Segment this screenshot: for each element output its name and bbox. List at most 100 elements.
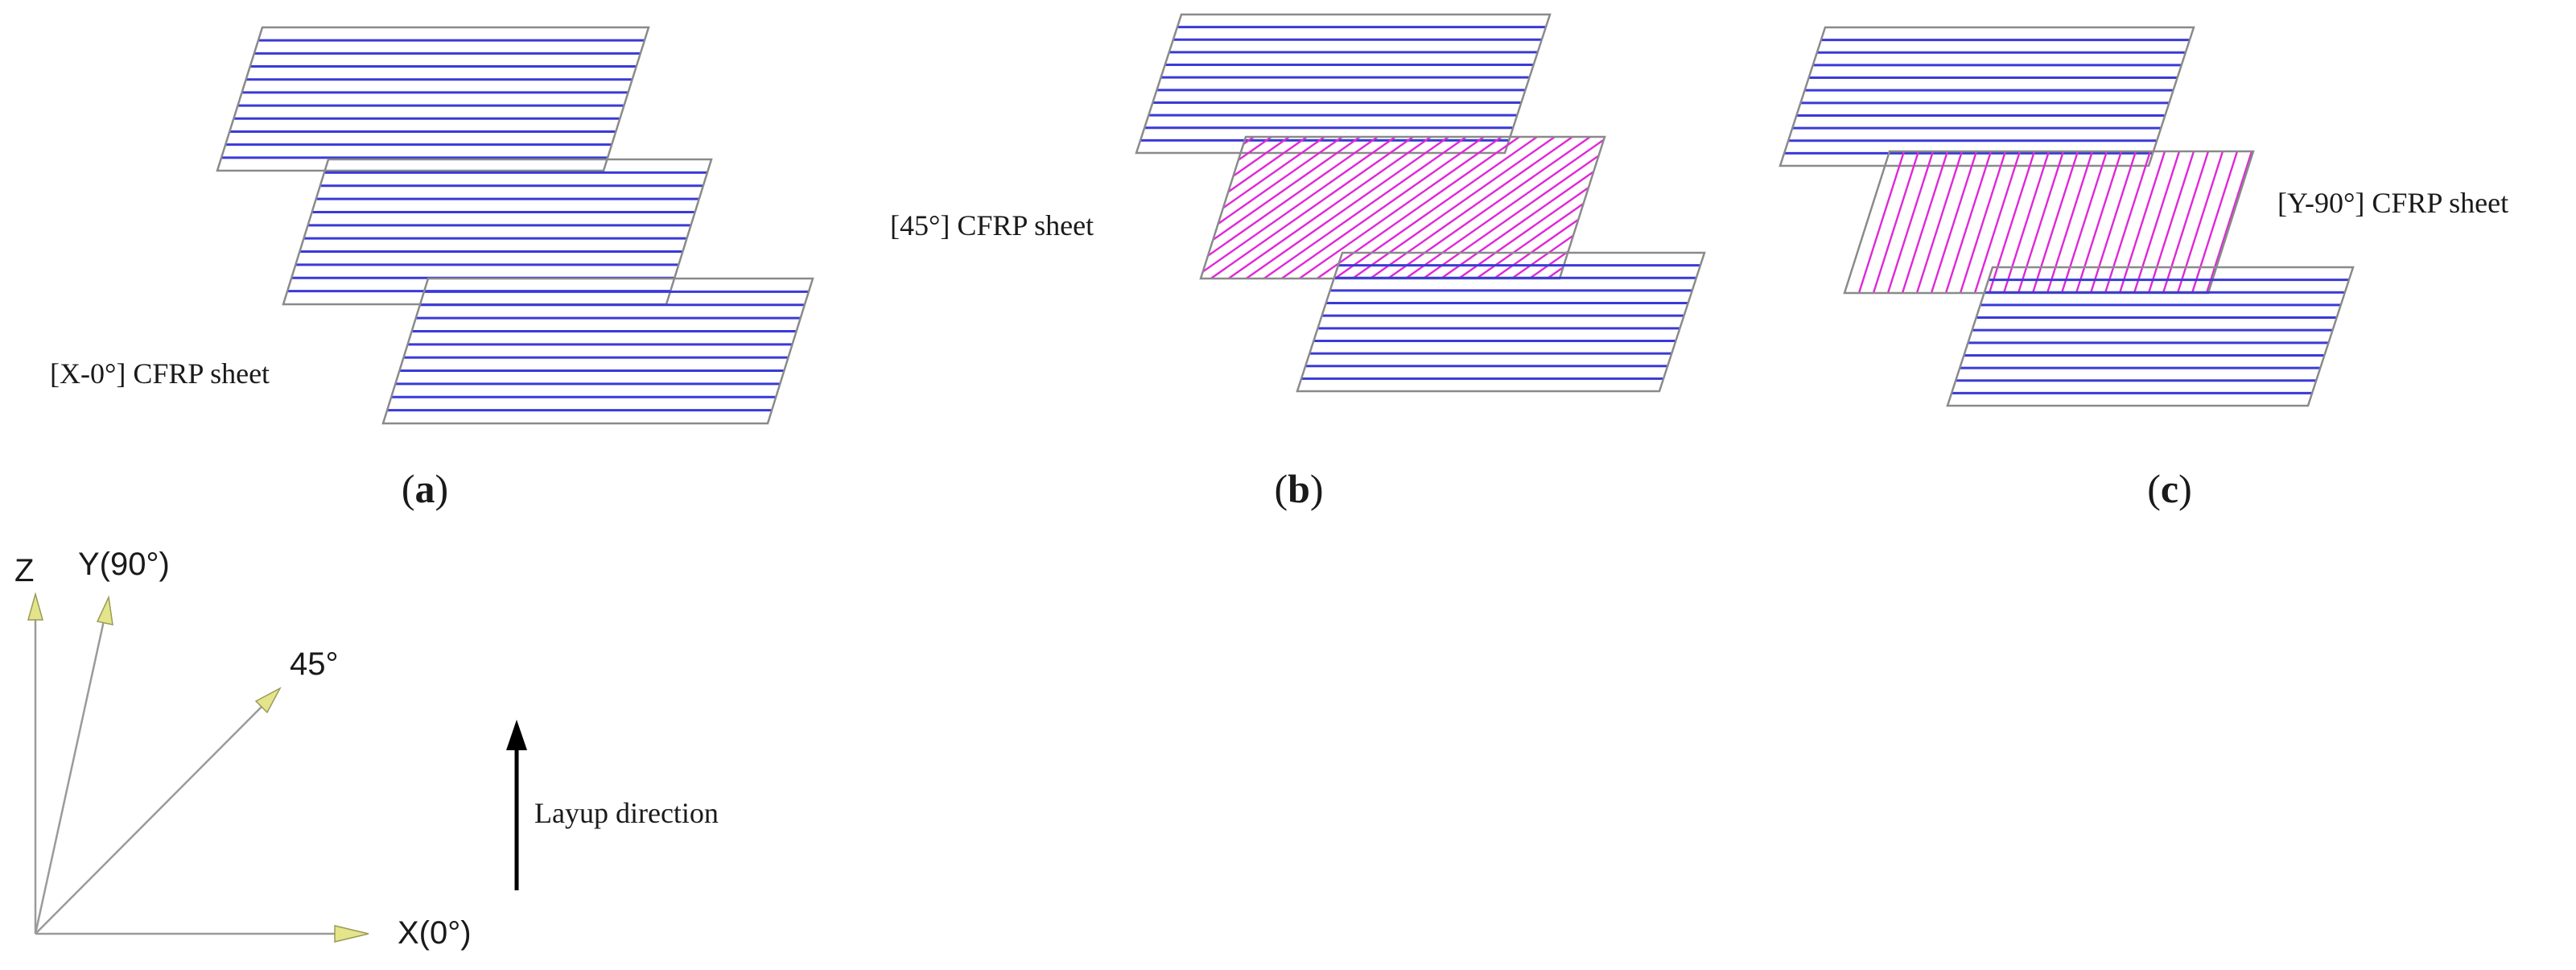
panel-c-sheet-label: [Y-90°] CFRP sheet xyxy=(2277,187,2508,219)
diagonal-45-axis-line xyxy=(35,700,269,935)
panel-a-bottom-sheet xyxy=(381,277,814,425)
ninety-degree-fiber xyxy=(1886,151,1935,293)
panel-c-label: (c) xyxy=(2147,466,2192,511)
fiber-lines xyxy=(221,39,645,159)
panel-b: [45°] CFRP sheet (b) xyxy=(890,13,1706,511)
ninety-degree-fiber xyxy=(1857,151,1906,293)
panel-a-top-sheet xyxy=(216,26,650,172)
layup-direction-label: Layup direction xyxy=(534,797,719,829)
angled-45-fiber xyxy=(1201,137,1343,279)
ninety-degree-fiber xyxy=(1973,151,2022,293)
z-axis-arrowhead xyxy=(27,592,43,621)
angled-45-fiber xyxy=(1201,137,1290,279)
fiber-lines xyxy=(387,290,809,412)
ninety-degree-fiber xyxy=(1915,151,1964,293)
ninety-degree-fiber xyxy=(2162,151,2210,293)
ninety-degree-fiber xyxy=(2089,151,2137,293)
ninety-degree-fiber xyxy=(1930,151,1978,293)
angled-45-fiber xyxy=(1280,137,1485,279)
diagonal-45-axis-arrowhead xyxy=(254,687,282,714)
angled-45-fiber xyxy=(1245,137,1449,279)
angled-45-fiber xyxy=(1316,137,1520,279)
layup-direction-indicator: Layup direction xyxy=(506,720,719,890)
panel-c-bottom-sheet xyxy=(1946,266,2355,407)
angled-45-fiber xyxy=(1528,137,1605,279)
x-axis-label: X(0°) xyxy=(398,915,472,951)
panel-a-label: (a) xyxy=(402,466,448,511)
sheet-outline xyxy=(381,277,814,425)
panel-b-top-sheet xyxy=(1135,13,1552,155)
panel-b-label: (b) xyxy=(1274,466,1323,511)
angled-45-fiber xyxy=(1201,137,1396,279)
fiber-lines xyxy=(1952,279,2349,394)
fiber-lines xyxy=(1857,151,2253,293)
y-axis-arrowhead xyxy=(96,595,113,625)
sheet-outline xyxy=(216,26,650,172)
fiber-lines xyxy=(287,171,707,293)
angled-45-fiber xyxy=(1351,137,1556,279)
layup-direction-arrowhead xyxy=(506,720,527,750)
x-axis-arrowhead xyxy=(334,925,369,943)
angled-45-fiber xyxy=(1404,137,1605,279)
sheet-outline xyxy=(1778,26,2195,167)
angled-45-fiber xyxy=(1201,137,1219,279)
ninety-degree-fiber xyxy=(2133,151,2181,293)
ninety-degree-fiber xyxy=(2147,151,2195,293)
ninety-degree-fiber xyxy=(2104,151,2152,293)
angled-45-fiber xyxy=(1387,137,1591,279)
ninety-degree-fiber xyxy=(2205,151,2253,293)
ninety-degree-fiber xyxy=(2002,151,2050,293)
ninety-degree-fiber xyxy=(2118,151,2166,293)
angled-45-fiber xyxy=(1298,137,1502,279)
fiber-lines xyxy=(1301,264,1700,380)
y-axis-line xyxy=(34,613,107,935)
sheet-outline xyxy=(1296,251,1706,393)
angled-45-fiber xyxy=(1227,137,1432,279)
y-axis-label: Y(90°) xyxy=(78,547,170,582)
sheet-background xyxy=(1780,27,2194,166)
panel-c-top-sheet xyxy=(1778,26,2195,167)
angled-45-fiber xyxy=(1440,137,1605,279)
ninety-degree-fiber xyxy=(2060,151,2108,293)
sheet-background xyxy=(1136,14,1550,153)
panel-b-sheet-label: [45°] CFRP sheet xyxy=(890,209,1094,241)
ninety-degree-fiber xyxy=(2075,151,2123,293)
panel-a-sheet-label: [X-0°] CFRP sheet xyxy=(50,357,270,390)
ninety-degree-fiber xyxy=(2017,151,2065,293)
sheet-outline xyxy=(1946,266,2355,407)
ninety-degree-fiber xyxy=(1988,151,2036,293)
ninety-degree-fiber xyxy=(2176,151,2224,293)
sheet-outline xyxy=(1135,13,1552,155)
fiber-lines xyxy=(1140,26,1546,142)
panel-b-bottom-sheet xyxy=(1296,251,1706,393)
angled-45-fiber xyxy=(1511,137,1605,279)
panel-a: [X-0°] CFRP sheet (a) xyxy=(50,26,814,511)
panel-c-middle-sheet xyxy=(1843,150,2255,295)
angled-45-fiber xyxy=(1210,137,1414,279)
sheet-background xyxy=(217,27,649,171)
angled-45-fiber xyxy=(1369,137,1573,279)
ninety-degree-fiber xyxy=(2191,151,2239,293)
angled-45-fiber xyxy=(1333,137,1538,279)
sheet-background xyxy=(1947,267,2353,406)
z-axis-label: Z xyxy=(14,553,34,588)
angled-45-fiber xyxy=(1201,137,1361,279)
ninety-degree-fiber xyxy=(1872,151,1920,293)
ninety-degree-fiber xyxy=(1901,151,1949,293)
ninety-degree-fiber xyxy=(1944,151,1993,293)
angled-45-fiber xyxy=(999,137,1201,279)
ninety-degree-fiber xyxy=(2031,151,2079,293)
sheet-background xyxy=(1297,253,1704,391)
diagonal-45-axis-label: 45° xyxy=(290,646,339,682)
ninety-degree-fiber xyxy=(2046,151,2094,293)
angled-45-fiber xyxy=(1422,137,1605,279)
ninety-degree-fiber xyxy=(1959,151,2007,293)
panel-c: [Y-90°] CFRP sheet (c) xyxy=(1778,26,2508,511)
sheet-background xyxy=(383,279,813,423)
coordinate-axes: Z Y(90°) 45° X(0°) xyxy=(14,547,472,951)
angled-45-fiber xyxy=(1201,137,1237,279)
angled-45-fiber xyxy=(1263,137,1467,279)
angled-45-fiber xyxy=(1475,137,1605,279)
angled-45-fiber xyxy=(1457,137,1605,279)
